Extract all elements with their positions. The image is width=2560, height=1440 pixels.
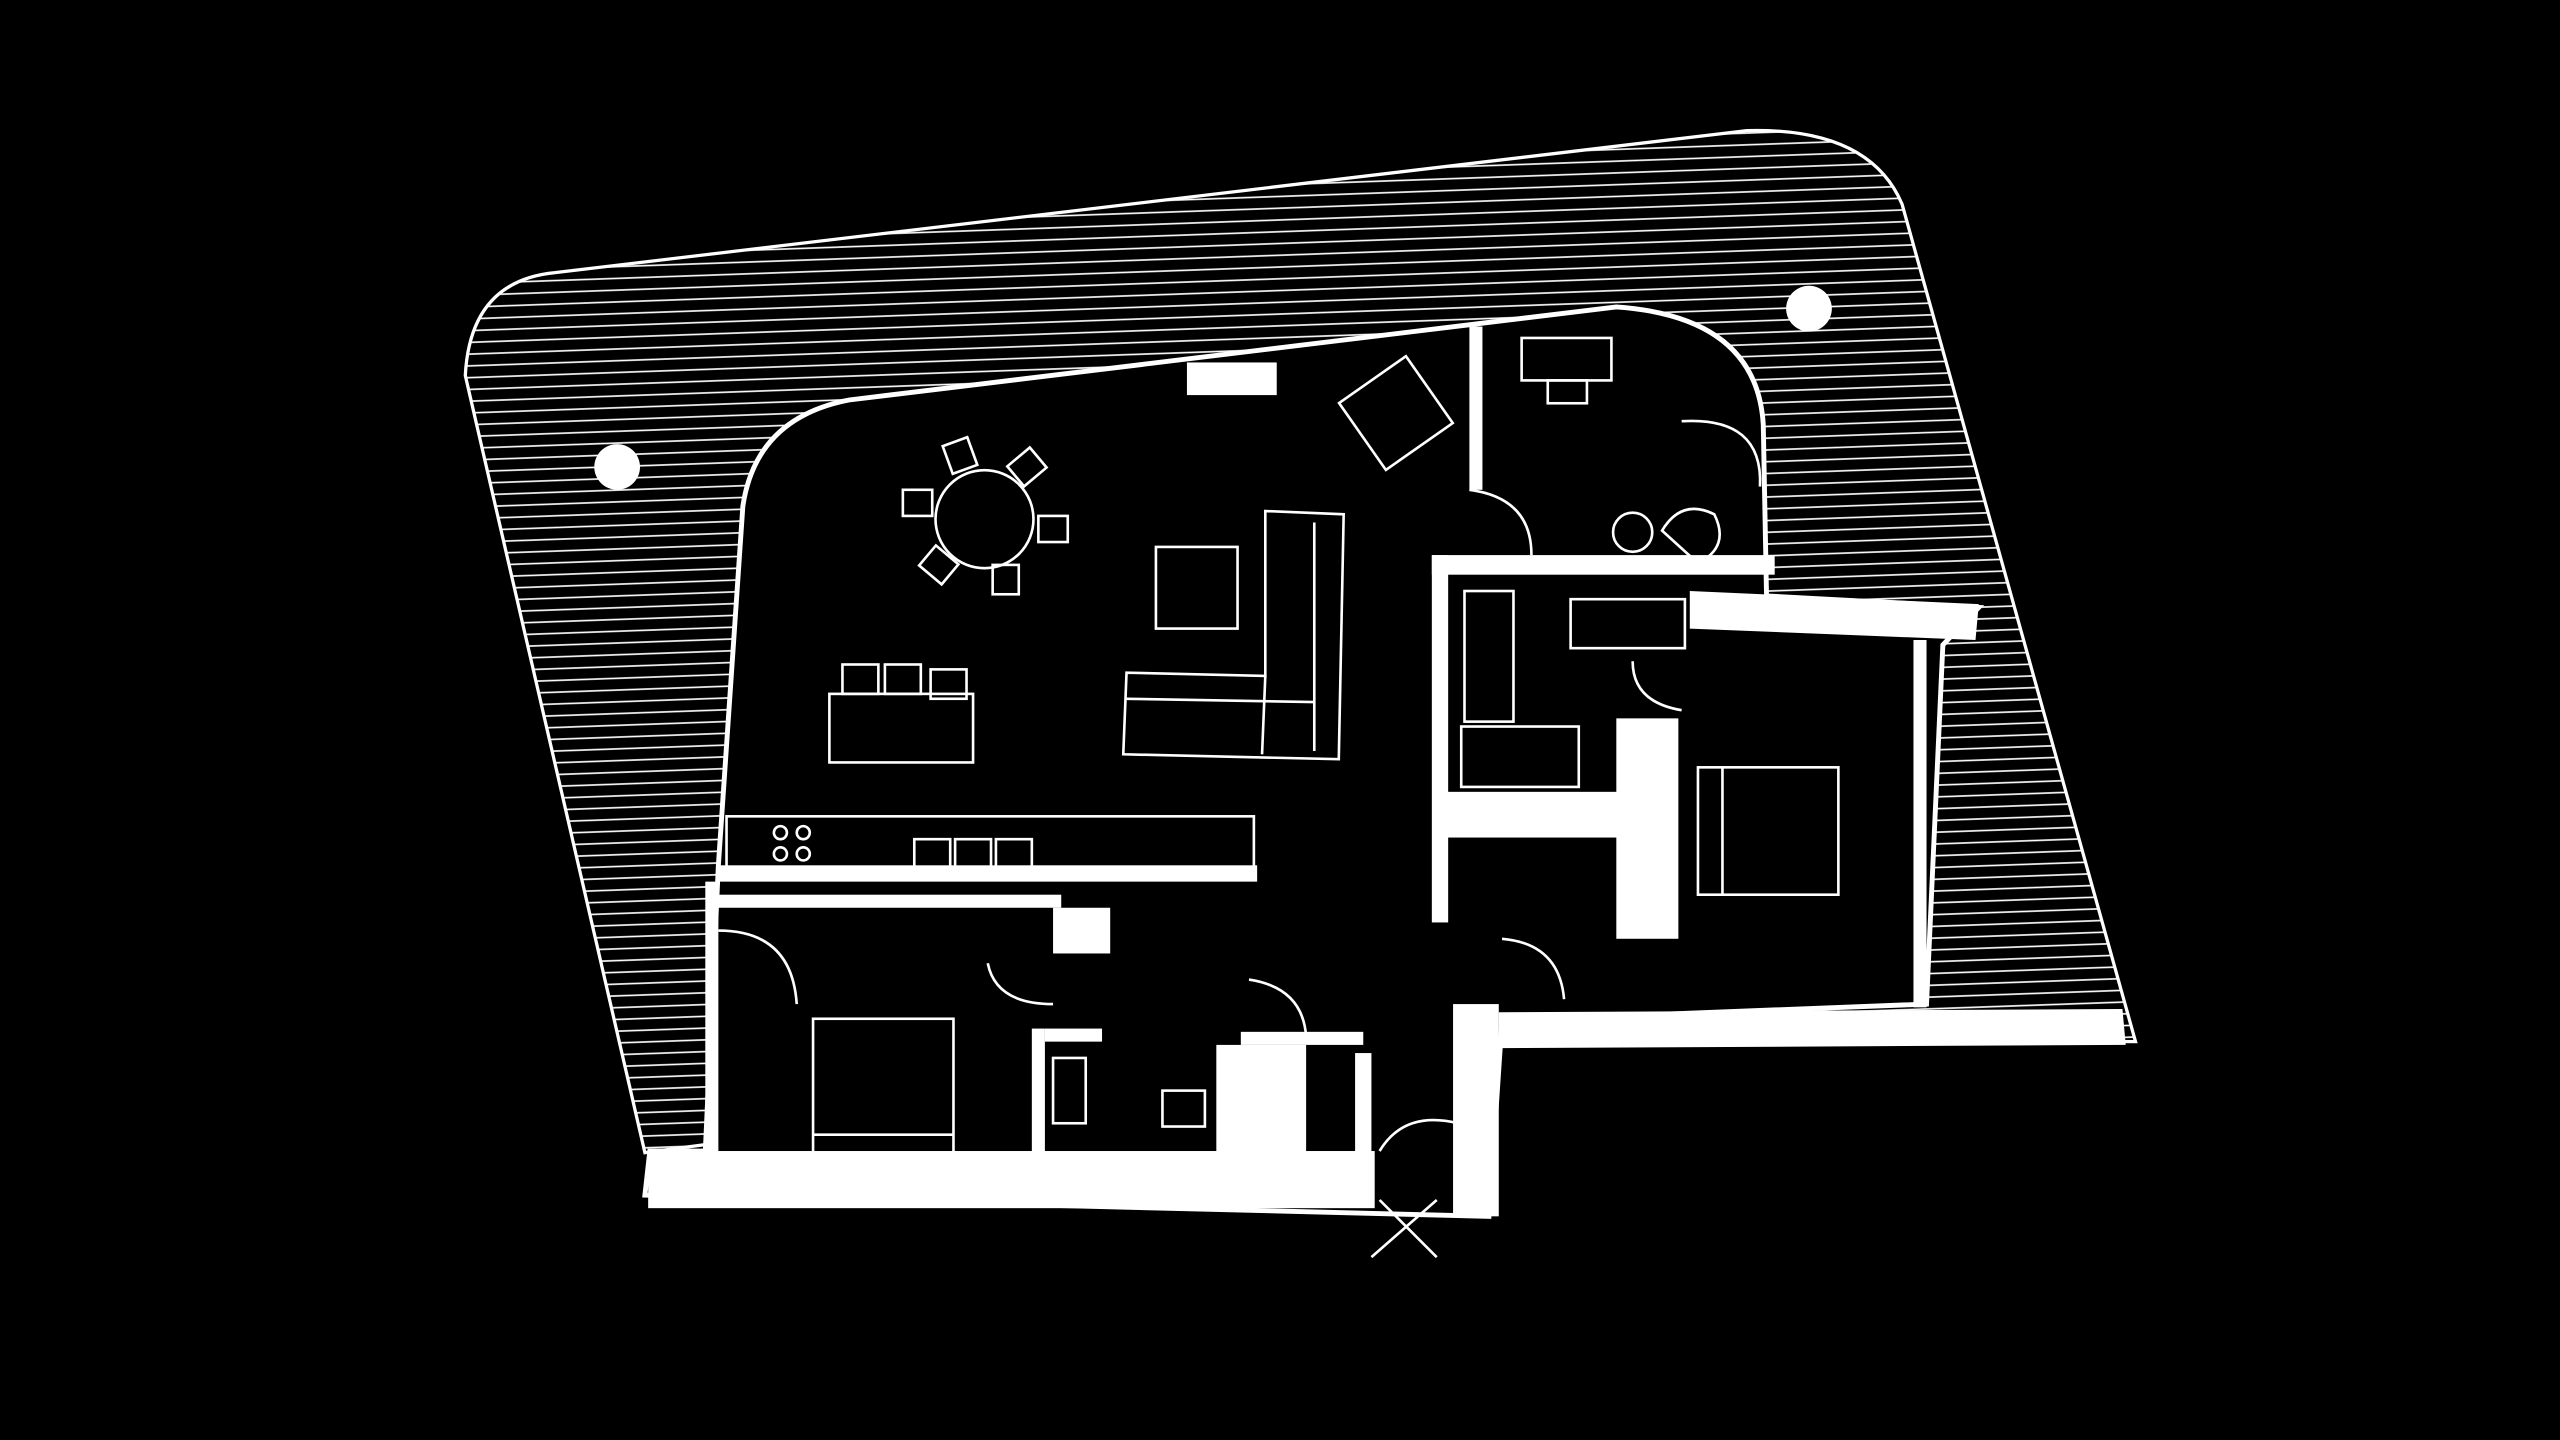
wc: [1051, 1056, 1207, 1128]
column-right: [1786, 285, 1832, 332]
walls: [648, 326, 2126, 1217]
double-bed-right: [1696, 766, 1840, 896]
dining-bench-table: [828, 663, 975, 764]
column-left: [594, 444, 640, 490]
sofa: [1121, 509, 1346, 761]
doors: [718, 419, 1762, 1259]
coffee-table: [1154, 545, 1239, 630]
bathtub: [1459, 589, 1687, 789]
armchair: [1337, 354, 1455, 472]
kitchen-counter: [725, 815, 1256, 877]
desk: [1520, 336, 1722, 565]
double-bed-left: [811, 1017, 955, 1174]
round-dining-table: [901, 435, 1070, 596]
